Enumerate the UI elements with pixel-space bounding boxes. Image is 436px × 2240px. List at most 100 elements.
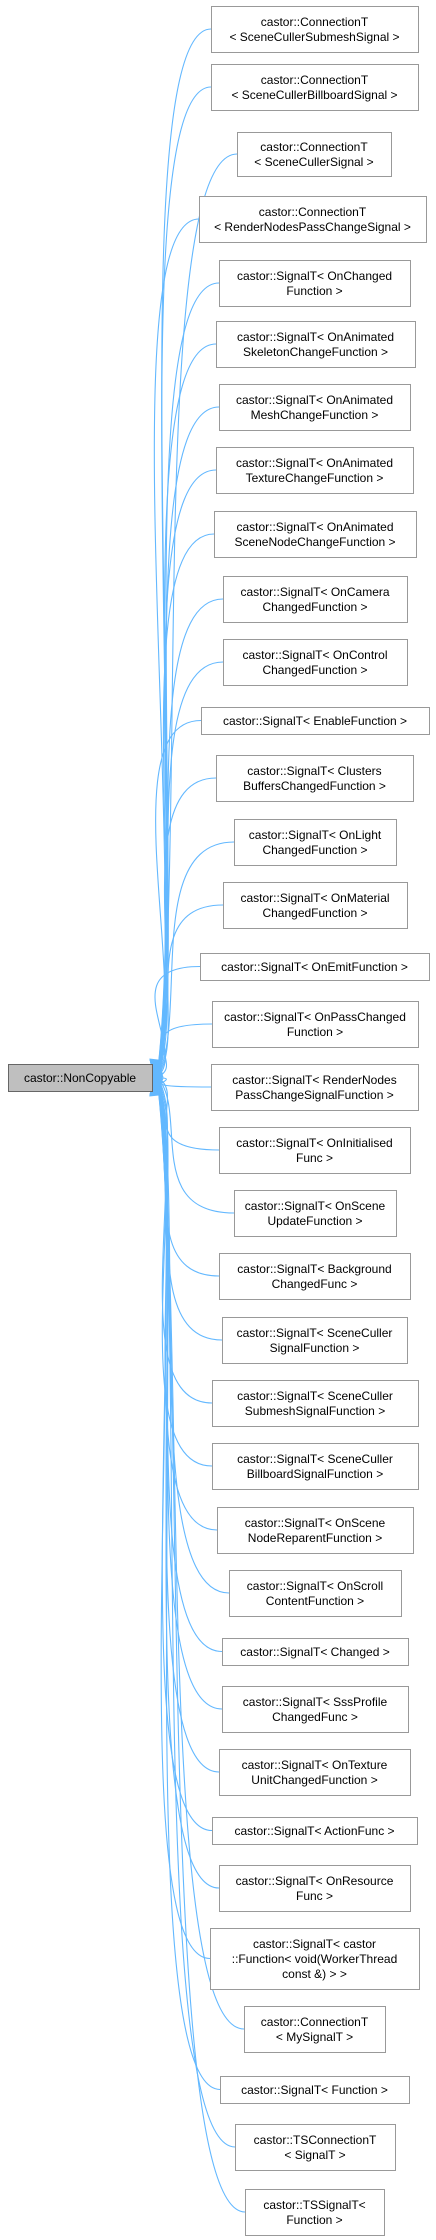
class-node-derived[interactable]: castor::SignalT< OnSceneNodeReparentFunc… — [217, 1507, 414, 1554]
class-node-derived-frame — [216, 755, 414, 802]
class-node-derived-label-line: castor::SignalT< OnInitialised — [236, 1136, 392, 1150]
class-node-derived-label-line: ContentFunction > — [266, 1594, 364, 1608]
class-node-derived[interactable]: castor::SignalT< OnEmitFunction > — [200, 953, 430, 981]
class-node-noncopyable-frame — [8, 1064, 153, 1092]
class-node-noncopyable-label-line: castor::NonCopyable — [24, 1071, 136, 1085]
class-node-derived[interactable]: castor::SignalT< SceneCullerSignalFuncti… — [222, 1317, 408, 1364]
class-node-derived-label-line: PassChangeSignalFunction > — [235, 1088, 393, 1102]
class-node-derived[interactable]: castor::SignalT< OnLightChangedFunction … — [234, 819, 397, 866]
class-node-derived-frame — [212, 1443, 419, 1490]
class-node-derived[interactable]: castor::SignalT< OnAnimatedMeshChangeFun… — [219, 384, 411, 431]
class-node-derived[interactable]: castor::SignalT< OnScrollContentFunction… — [229, 1570, 402, 1617]
class-node-derived-frame — [222, 1317, 408, 1364]
class-node-derived-label-line: NodeReparentFunction > — [248, 1531, 382, 1545]
class-node-derived-label-line: castor::SignalT< SceneCuller — [237, 1389, 393, 1403]
class-node-derived-label-line: castor::SignalT< RenderNodes — [232, 1073, 396, 1087]
class-node-derived-frame — [200, 953, 430, 981]
class-node-derived-label-line: castor::SignalT< EnableFunction > — [223, 714, 407, 728]
class-node-derived-label-line: castor::SignalT< OnPassChanged — [224, 1010, 406, 1024]
class-node-derived[interactable]: castor::SignalT< OnCameraChangedFunction… — [223, 576, 408, 623]
class-node-derived[interactable]: castor::SignalT< castor::Function< void(… — [210, 1928, 420, 1990]
inheritance-edge — [154, 965, 201, 1077]
inheritance-edge — [157, 777, 217, 1075]
class-nodes: castor::NonCopyablecastor::ConnectionT< … — [8, 6, 430, 2236]
class-node-derived-label-line: castor::SignalT< ActionFunc > — [234, 1824, 394, 1838]
class-node-derived[interactable]: castor::SignalT< Changed > — [222, 1638, 409, 1666]
class-node-derived-label-line: castor::SignalT< castor — [253, 1937, 376, 1951]
class-node-derived[interactable]: castor::SignalT< OnMaterialChangedFuncti… — [223, 882, 408, 929]
class-node-derived-frame — [219, 1253, 411, 1300]
class-node-derived-label-line: ChangedFunction > — [262, 906, 367, 920]
class-node-derived[interactable]: castor::SignalT< OnAnimatedSceneNodeChan… — [214, 511, 417, 558]
class-node-derived-label-line: ChangedFunction > — [262, 843, 367, 857]
class-node-derived-label-line: castor::TSSignalT< — [263, 2198, 365, 2212]
class-node-derived-label-line: castor::ConnectionT — [261, 73, 369, 87]
class-node-derived-label-line: Func > — [296, 1151, 333, 1165]
class-node-derived[interactable]: castor::SignalT< ClustersBuffersChangedF… — [216, 755, 414, 802]
class-node-derived-label-line: castor::SignalT< OnAnimated — [236, 393, 393, 407]
class-node-derived[interactable]: castor::SignalT< EnableFunction > — [201, 707, 430, 735]
class-node-derived-label-line: castor::SignalT< OnScene — [245, 1199, 386, 1213]
class-node-derived-label-line: castor::SignalT< SceneCuller — [237, 1452, 393, 1466]
class-node-derived-label-line: ::Function< void(WorkerThread — [232, 1952, 398, 1966]
class-node-derived[interactable]: castor::ConnectionT< RenderNodesPassChan… — [199, 196, 427, 243]
class-node-derived-label-line: castor::SignalT< OnAnimated — [236, 456, 393, 470]
inheritance-edge — [157, 1076, 212, 1088]
class-node-derived[interactable]: castor::ConnectionT< SceneCullerSubmeshS… — [211, 6, 419, 53]
class-node-derived[interactable]: castor::ConnectionT< SceneCullerSignal > — [237, 132, 392, 177]
class-node-derived[interactable]: castor::TSSignalT<Function > — [245, 2189, 385, 2236]
class-node-derived-frame — [223, 882, 408, 929]
class-node-derived-label-line: castor::ConnectionT — [261, 15, 369, 29]
class-node-derived-label-line: SkeletonChangeFunction > — [243, 345, 388, 359]
class-node-derived-label-line: castor::ConnectionT — [259, 205, 367, 219]
inheritance-edge — [157, 661, 224, 1074]
inheritance-edge — [157, 1077, 220, 1151]
class-node-derived-frame — [219, 1865, 411, 1912]
class-node-derived[interactable]: castor::ConnectionT< MySignalT > — [244, 2006, 386, 2053]
class-node-derived-frame — [245, 2189, 385, 2236]
class-node-derived[interactable]: castor::SignalT< OnControlChangedFunctio… — [223, 639, 408, 686]
class-node-derived[interactable]: castor::SignalT< Function > — [220, 2076, 410, 2104]
class-node-derived[interactable]: castor::SignalT< OnTextureUnitChangedFun… — [219, 1749, 411, 1796]
inheritance-edge — [157, 1085, 221, 2091]
class-node-derived-label-line: < SignalT > — [284, 2148, 345, 2162]
class-node-derived-label-line: ChangedFunc > — [272, 1710, 358, 1724]
class-node-derived-frame — [222, 1638, 409, 1666]
class-node-derived-frame — [234, 819, 397, 866]
class-node-derived[interactable]: castor::SignalT< ActionFunc > — [212, 1817, 418, 1845]
class-node-derived[interactable]: castor::ConnectionT< SceneCullerBillboar… — [211, 64, 419, 111]
class-node-noncopyable[interactable]: castor::NonCopyable — [8, 1064, 153, 1092]
inheritance-edge — [153, 218, 200, 1071]
class-node-derived-frame — [201, 707, 430, 735]
class-node-derived-label-line: UnitChangedFunction > — [251, 1773, 377, 1787]
class-node-derived[interactable]: castor::SignalT< SceneCullerSubmeshSigna… — [212, 1380, 419, 1427]
inheritance-edge — [157, 1086, 246, 2213]
inheritance-edge — [155, 719, 202, 1075]
class-node-derived-label-line: Function > — [286, 284, 342, 298]
class-node-derived-label-line: Function > — [287, 1025, 343, 1039]
class-node-derived-frame — [217, 1507, 414, 1554]
class-node-derived[interactable]: castor::SignalT< RenderNodesPassChangeSi… — [211, 1064, 419, 1111]
class-node-derived[interactable]: castor::SignalT< OnAnimatedSkeletonChang… — [216, 321, 416, 368]
class-node-derived-label-line: castor::TSConnectionT — [254, 2133, 377, 2147]
class-node-derived-frame — [229, 1570, 402, 1617]
class-node-derived-label-line: BuffersChangedFunction > — [243, 779, 386, 793]
class-node-derived-label-line: castor::SignalT< OnLight — [249, 828, 382, 842]
class-node-derived-frame — [237, 132, 392, 177]
class-node-derived-frame — [210, 1928, 420, 1990]
class-node-derived-frame — [211, 6, 419, 53]
class-node-derived-label-line: castor::SignalT< OnAnimated — [237, 330, 394, 344]
class-node-derived[interactable]: castor::TSConnectionT< SignalT > — [235, 2124, 396, 2171]
class-node-derived[interactable]: castor::SignalT< SceneCullerBillboardSig… — [212, 1443, 419, 1490]
class-node-derived[interactable]: castor::SignalT< OnAnimatedTextureChange… — [216, 447, 414, 494]
class-node-derived-frame — [244, 2006, 386, 2053]
class-node-derived-label-line: TextureChangeFunction > — [246, 471, 384, 485]
